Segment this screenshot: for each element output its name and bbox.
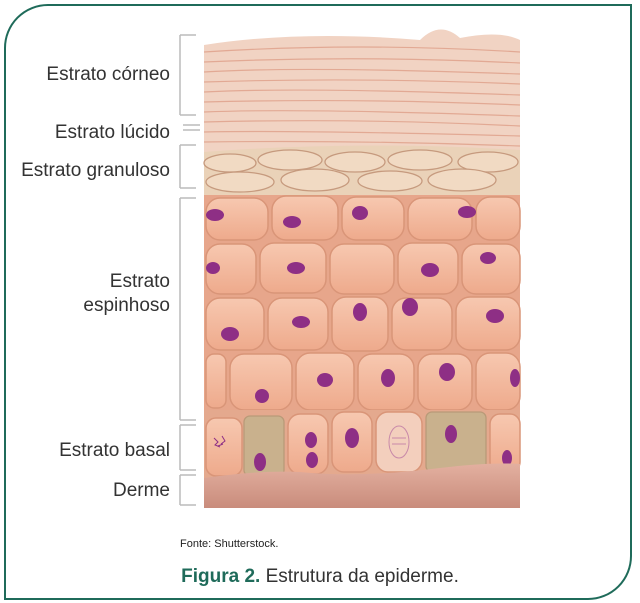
stratum-corneum <box>204 29 520 152</box>
layer-brackets <box>180 35 200 505</box>
source-note: Fonte: Shutterstock. <box>180 538 278 550</box>
label-estrato-lucido: Estrato lúcido <box>55 122 170 145</box>
label-estrato-espinhoso-line2: espinhoso <box>83 295 170 318</box>
figure-caption: Figura 2. Estrutura da epiderme. <box>0 566 640 588</box>
label-estrato-corneo: Estrato córneo <box>46 64 170 87</box>
caption-prefix: Figura 2. <box>181 566 260 587</box>
stratum-granulosum <box>204 145 520 195</box>
caption-text: Estrutura da epiderme. <box>260 566 459 587</box>
label-derme: Derme <box>113 480 170 503</box>
label-estrato-espinhoso-line1: Estrato <box>110 271 170 294</box>
label-estrato-basal: Estrato basal <box>59 440 170 463</box>
label-estrato-granuloso: Estrato granuloso <box>21 160 170 183</box>
